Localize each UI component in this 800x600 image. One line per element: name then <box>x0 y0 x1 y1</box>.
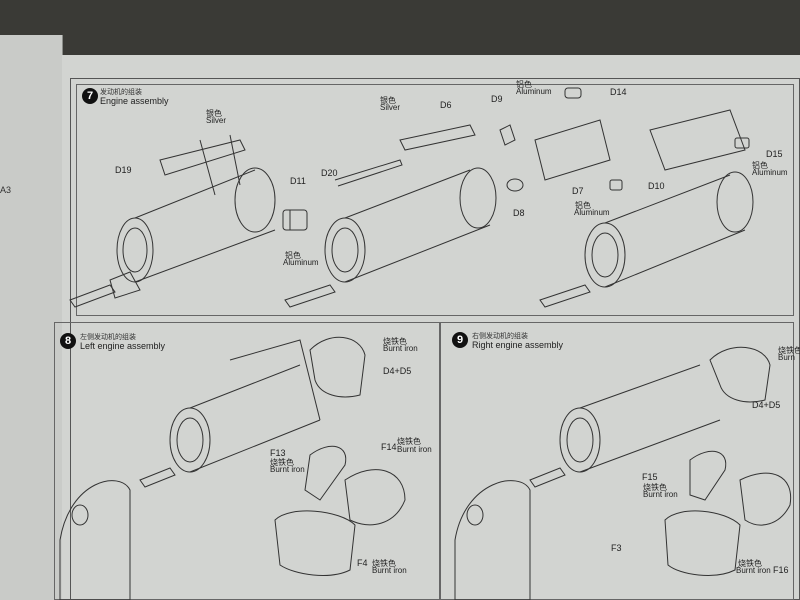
right-engine-illustration <box>454 346 792 600</box>
engine-illustration-3 <box>539 109 754 308</box>
engine-illustration-2 <box>284 124 497 308</box>
color-note-burnt-iron-en-7: Burnt iron <box>736 566 771 575</box>
part-label-f3: F3 <box>611 543 622 553</box>
part-label-f16: F16 <box>773 565 789 575</box>
color-note-aluminum-en: Aluminum <box>283 258 319 267</box>
step-7-panel <box>76 84 794 316</box>
step-number-9: 9 <box>452 332 468 348</box>
part-label-d15: D15 <box>766 149 783 159</box>
color-note-burnt-iron-en-3: Burnt iron <box>397 445 432 454</box>
color-note-aluminum-cn: 铝色 <box>285 251 301 260</box>
part-label-d9: D9 <box>491 94 503 104</box>
step-number-7: 7 <box>82 88 98 104</box>
color-note-burnt-iron-cn-6: 烧铁色 <box>643 483 667 492</box>
color-note-aluminum-cn-3: 铝色 <box>575 201 591 210</box>
part-label-f14: F14 <box>381 442 397 452</box>
part-label-d11: D11 <box>290 176 306 186</box>
parts-d7-d8-d9-d14 <box>499 87 611 192</box>
part-label-d20: D20 <box>321 168 338 178</box>
step-number-8: 8 <box>60 333 76 349</box>
step-9-title-en: Right engine assembly <box>472 340 564 350</box>
part-label-d7: D7 <box>572 186 584 196</box>
color-note-aluminum-en-4: Aluminum <box>752 168 788 177</box>
part-label-d19: D19 <box>115 165 132 175</box>
color-note-silver-en: Silver <box>206 116 227 125</box>
part-d11 <box>282 209 308 231</box>
color-note-silver-cn: 银色 <box>206 109 222 118</box>
part-label-f13: F13 <box>270 448 286 458</box>
part-label-a3: A3 <box>0 185 12 195</box>
color-note-silver-cn-2: 银色 <box>380 96 396 105</box>
color-note-burnt-iron-cn-4: 烧铁色 <box>372 559 396 568</box>
part-label-f4: F4 <box>357 558 368 568</box>
color-note-burnt-iron-cn-5: 烧铁色 <box>778 346 800 355</box>
color-note-burnt-iron-cn-7: 烧铁色 <box>738 559 762 568</box>
engine-illustration-1 <box>69 134 276 308</box>
part-label-d8: D8 <box>513 208 525 218</box>
color-note-burnt-iron-cn-2: 烧铁色 <box>270 458 294 467</box>
color-note-burnt-iron-en-4: Burnt iron <box>372 566 407 575</box>
left-engine-illustration <box>59 336 406 600</box>
part-label-d14: D14 <box>610 87 627 97</box>
color-note-burnt-iron-en: Burnt iron <box>383 344 418 353</box>
step-8-title-cn: 左侧发动机的组装 <box>80 334 136 341</box>
instruction-page <box>62 55 800 600</box>
color-note-aluminum-cn-2: 铝色 <box>516 80 532 89</box>
step-9-title-cn: 右侧发动机的组装 <box>472 333 528 340</box>
color-note-burnt-iron-en-6: Burnt iron <box>643 490 678 499</box>
color-note-silver-en-2: Silver <box>380 103 401 112</box>
step-8-title-en: Left engine assembly <box>80 341 166 351</box>
part-label-f15: F15 <box>642 472 658 482</box>
part-label-d4-d5-right: D4+D5 <box>752 400 781 410</box>
color-note-burnt-iron-cn-3: 烧铁色 <box>397 437 421 446</box>
step-7-title-en: Engine assembly <box>100 96 169 106</box>
part-label-d4-d5: D4+D5 <box>383 366 412 376</box>
color-note-aluminum-en-3: Aluminum <box>574 208 610 217</box>
step-7-title-cn: 发动机的组装 <box>100 89 142 96</box>
color-note-burnt-iron-en-2: Burnt iron <box>270 465 305 474</box>
part-label-d6: D6 <box>440 100 452 110</box>
color-note-burnt-iron-en-5: Burn <box>778 353 795 362</box>
color-note-aluminum-cn-4: 铝色 <box>752 161 768 170</box>
part-label-d10: D10 <box>648 181 665 191</box>
color-note-aluminum-en-2: Aluminum <box>516 87 552 96</box>
color-note-burnt-iron-cn: 烧铁色 <box>383 337 407 346</box>
